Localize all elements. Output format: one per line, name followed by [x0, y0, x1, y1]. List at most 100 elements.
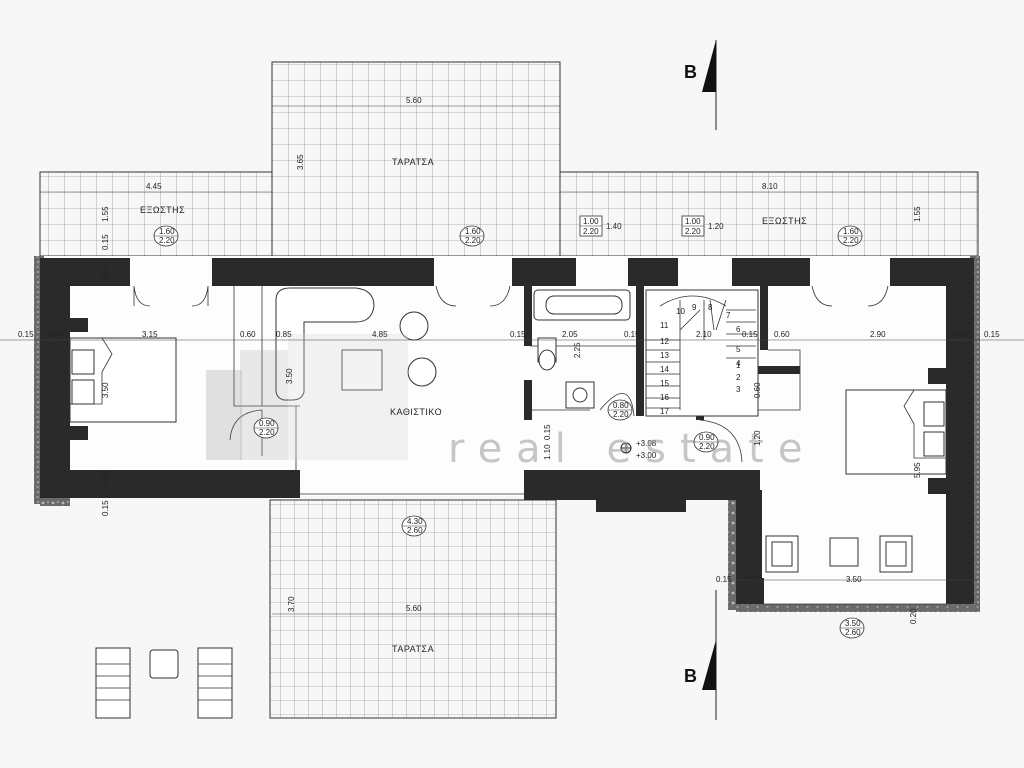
w3-extra: 1.40 [606, 222, 622, 231]
stair-step: 2 [736, 373, 741, 382]
dim-living-width: 4.85 [372, 330, 388, 339]
dim-balcony-right-width: 8.10 [762, 182, 778, 191]
dim-sitting-wall-b: 0.50 [744, 575, 760, 584]
opening-d3: 0.90 2.20 [693, 431, 719, 453]
opening-d5: 3.50 2.60 [839, 617, 865, 639]
stair-step: 3 [736, 385, 741, 394]
dim-terrace-top-depth: 3.65 [296, 154, 305, 170]
stair-step: 4 [736, 359, 741, 368]
dim-bath-depth: 2.25 [573, 342, 582, 358]
terrace-top [271, 61, 561, 257]
opening-w2: 1.60 2.20 [459, 225, 485, 247]
dim-room-left-width: 3.15 [142, 330, 158, 339]
stair-step: 6 [736, 325, 741, 334]
watermark-text: real estate [448, 426, 816, 472]
d1-height: 2.20 [259, 428, 275, 437]
stair-step: 17 [660, 407, 669, 416]
dim-terrace-bottom-depth: 3.70 [287, 596, 296, 612]
walls [40, 258, 974, 604]
stair-step: 12 [660, 337, 669, 346]
dim-wall-left-bottom: 0.15 [101, 500, 110, 516]
opening-w5: 1.60 2.20 [837, 225, 863, 247]
d4-height: 2.60 [407, 526, 423, 535]
bathroom-fixtures [533, 289, 631, 409]
dim-closet-depth: 0.60 [753, 382, 762, 398]
d5-height: 2.60 [845, 628, 861, 637]
label-living: ΚΑΘΙΣΤΙΚΟ [390, 407, 442, 417]
dim-left-wall: 0.50 [46, 330, 62, 339]
dim-room-left-depth: 3.50 [101, 382, 110, 398]
w5-width: 1.60 [843, 227, 859, 236]
stone-cladding [34, 256, 980, 612]
stair-step: 13 [660, 351, 669, 360]
stair-step: 16 [660, 393, 669, 402]
dim-bath-width: 2.05 [562, 330, 578, 339]
watermark-logo: real estate [206, 334, 816, 472]
dim-room-right-depth: 5.95 [913, 462, 922, 478]
label-balcony-right: ΕΞΩΣΤΗΣ [762, 216, 807, 226]
stair-step: 8 [708, 303, 713, 312]
dim-wall-thick-left-b: 0.50 [101, 470, 110, 486]
dim-edge-bottom: 0.20 [909, 608, 918, 624]
stair-step: 5 [736, 345, 741, 354]
dim-wall-thick-left: 0.50 [101, 266, 110, 282]
d4-width: 4.30 [407, 517, 423, 526]
section-marker-top: B [684, 40, 717, 130]
stair-step: 7 [726, 311, 731, 320]
balcony-right [559, 171, 979, 257]
dim-balcony-left-width: 4.45 [146, 182, 162, 191]
partitions [233, 286, 946, 605]
stair-step: 9 [692, 303, 697, 312]
outdoor-loungers [95, 647, 233, 719]
d3-width: 0.90 [699, 433, 715, 442]
d2-height: 2.20 [613, 410, 629, 419]
stair-numbers: 1 2 3 4 5 6 7 8 9 10 11 12 13 14 15 16 1… [660, 303, 741, 416]
dim-right-edge: 0.15 [984, 330, 1000, 339]
section-marker-bottom: B [684, 590, 717, 720]
sitting-furniture [742, 535, 913, 582]
level-upper: +3.08 [636, 439, 657, 448]
w1-width: 1.60 [159, 227, 175, 236]
w3-width: 1.00 [583, 217, 599, 226]
dim-hall-depth: 1.20 [753, 430, 762, 446]
dim-wall-top-left: 0.15 [101, 234, 110, 250]
dim-balcony-left-depth: 1.55 [101, 206, 110, 222]
w5-height: 2.20 [843, 236, 859, 245]
w4-width: 1.00 [685, 217, 701, 226]
stair-step: 1 [736, 361, 741, 370]
interior [40, 256, 978, 496]
dim-right-wall: 0.50 [952, 330, 968, 339]
w3-height: 2.20 [583, 227, 599, 236]
bedroom-left-bed [69, 318, 177, 440]
label-terrace-top: ΤΑΡΑΤΣΑ [392, 157, 434, 167]
opening-d2: 0.80 2.20 [607, 399, 633, 421]
dim-bath-lower: 1.10 [543, 444, 552, 460]
dim-balcony-right-depth: 1.55 [913, 206, 922, 222]
w2-height: 2.20 [465, 236, 481, 245]
dim-living-depth: 3.50 [285, 368, 294, 384]
d3-height: 2.20 [699, 442, 715, 451]
d1-width: 0.90 [259, 419, 275, 428]
opening-d4: 4.30 2.60 [401, 515, 427, 537]
dim-wall-mid: 0.15 [510, 330, 526, 339]
dimension-lines [0, 105, 1024, 615]
w4-extra: 1.20 [708, 222, 724, 231]
opening-w1: 1.60 2.20 [153, 225, 179, 247]
stair-step: 15 [660, 379, 669, 388]
w2-width: 1.60 [465, 227, 481, 236]
opening-d1: 0.90 2.20 [253, 417, 279, 439]
dim-corridor-a: 0.60 [240, 330, 256, 339]
dim-terrace-top-width: 5.60 [406, 96, 422, 105]
stair-step: 10 [676, 307, 685, 316]
dim-room-right-width: 2.90 [870, 330, 886, 339]
dim-wall-stair: 0.15 [624, 330, 640, 339]
dim-left-edge: 0.15 [18, 330, 34, 339]
dim-stair-width: 2.10 [696, 330, 712, 339]
door-swings [133, 285, 889, 463]
w4-height: 2.20 [685, 227, 701, 236]
opening-w3: 1.00 2.20 1.40 [579, 215, 622, 237]
stair-step: 14 [660, 365, 669, 374]
level-marker: +3.08 +3.00 [620, 439, 657, 460]
label-balcony-left: ΕΞΩΣΤΗΣ [140, 205, 185, 215]
